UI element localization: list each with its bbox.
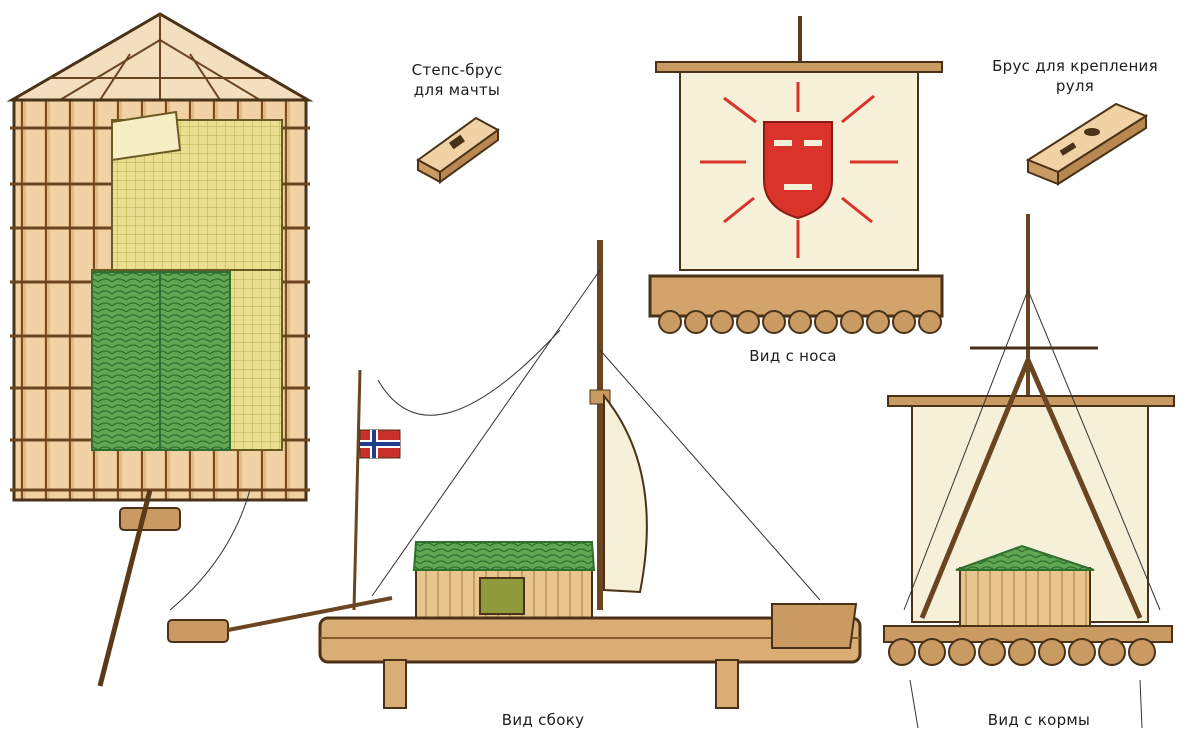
side-cabin-door xyxy=(479,577,525,615)
mast-step-label-line1: Степс-брус xyxy=(411,61,503,79)
side-steering-oar xyxy=(227,596,393,632)
side-view-illustration xyxy=(167,240,862,709)
stern-view-caption: Вид с кормы xyxy=(987,711,1091,729)
rudder-block-label-line2: руля xyxy=(1055,77,1095,95)
raft-top-view xyxy=(6,12,314,687)
centerboard-rear xyxy=(715,659,739,709)
bow-view-illustration xyxy=(648,16,944,334)
bow-raft-body xyxy=(648,274,944,318)
side-steering-oar-blade xyxy=(167,619,229,643)
sun-god-face-icon xyxy=(700,82,898,258)
norwegian-flag-icon xyxy=(359,429,401,459)
rudder-mount-top xyxy=(119,507,181,531)
stern-cabin xyxy=(959,567,1091,627)
side-stern-box xyxy=(771,603,858,649)
side-view-caption: Вид сбоку xyxy=(501,711,585,729)
stern-view-illustration xyxy=(883,214,1175,729)
steering-oar-top xyxy=(97,489,153,687)
cabin-wall-flap xyxy=(111,110,182,162)
rudder-block-label-line1: Брус для крепления xyxy=(992,57,1158,75)
centerboard-front xyxy=(383,659,407,709)
mast-step-label-line2: для мачты xyxy=(413,81,501,99)
side-sail xyxy=(603,393,648,594)
rudder-fastening-block xyxy=(1025,102,1149,186)
mast-step-block xyxy=(416,116,500,184)
side-cabin-roof xyxy=(412,541,596,571)
side-raft-hull xyxy=(318,616,862,664)
bow-view-caption: Вид с носа xyxy=(749,347,837,365)
